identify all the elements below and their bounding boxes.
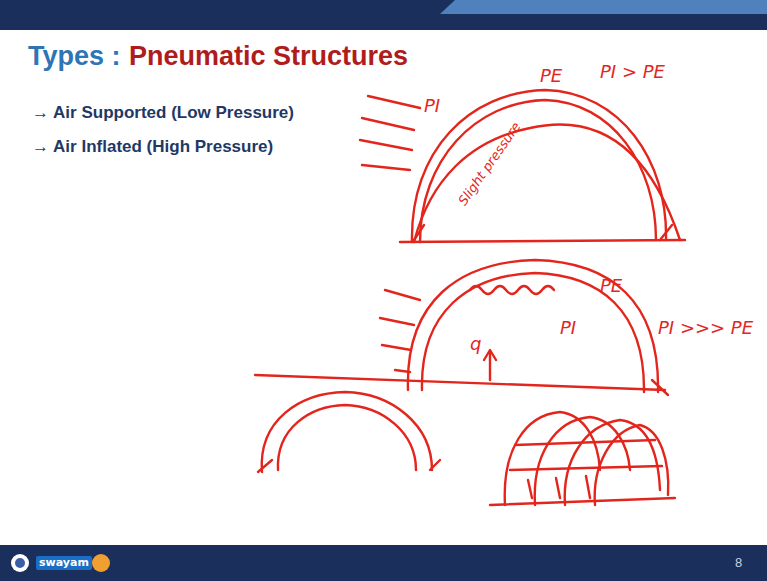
- header-stripe: [440, 0, 767, 14]
- dome-outline: [422, 273, 644, 392]
- wind-arrow: [362, 118, 414, 130]
- pressure-label: PE: [600, 276, 622, 296]
- page-number: 8: [735, 556, 742, 570]
- dome-outline: [420, 100, 656, 242]
- logo-circle: [92, 554, 110, 572]
- wind-arrow: [382, 345, 411, 350]
- tube-line: [515, 440, 655, 445]
- ground-line: [400, 240, 685, 242]
- ground-line: [490, 498, 675, 505]
- tube-arch: [565, 420, 660, 505]
- wind-arrow: [395, 370, 410, 372]
- logo-circle: [15, 558, 25, 568]
- logo-text: swayam: [36, 556, 92, 570]
- anchor-mark: [660, 225, 672, 240]
- anchor-mark: [414, 225, 424, 240]
- pressure-label: PI: [560, 318, 576, 338]
- wavy-membrane: [470, 286, 554, 294]
- ground-line: [255, 375, 665, 390]
- arch-outline: [262, 392, 432, 472]
- load-arrow: [489, 352, 491, 380]
- anchor-mark: [652, 380, 668, 395]
- tick-mark: [586, 476, 590, 498]
- wind-arrow: [362, 165, 410, 170]
- footer-bar: [0, 545, 767, 581]
- anchor-mark: [258, 460, 272, 472]
- anchor-mark: [430, 460, 440, 470]
- pressure-label: PE: [540, 66, 562, 86]
- slide-title: Pneumatic Structures: [129, 42, 408, 72]
- bullet-item: → Air Inflated (High Pressure): [32, 138, 273, 157]
- header-bar: [0, 0, 767, 30]
- deformed-dome: [414, 124, 680, 242]
- wind-arrow: [368, 96, 420, 108]
- pressure-label: PI: [424, 96, 440, 116]
- tick-mark: [556, 478, 560, 498]
- wind-arrow: [360, 140, 412, 150]
- logo-circle: [11, 554, 29, 572]
- load-arrow: [484, 350, 496, 360]
- tube-arch: [505, 412, 600, 505]
- wind-arrow: [385, 290, 420, 300]
- tick-mark: [528, 480, 532, 498]
- pressure-label: PI > PE: [600, 62, 665, 82]
- load-label: q: [470, 334, 481, 354]
- wind-arrow: [380, 318, 414, 325]
- tube-arch: [535, 417, 630, 505]
- dome-outline: [408, 260, 658, 392]
- arch-outline: [278, 405, 416, 470]
- pressure-label: PI >>> PE: [658, 318, 753, 338]
- dome-outline: [412, 90, 666, 242]
- tube-line: [510, 466, 662, 470]
- bullet-item: → Air Supported (Low Pressure): [32, 104, 294, 123]
- slide-title: Types :: [28, 42, 121, 72]
- note-label: Slight pressure: [456, 120, 524, 208]
